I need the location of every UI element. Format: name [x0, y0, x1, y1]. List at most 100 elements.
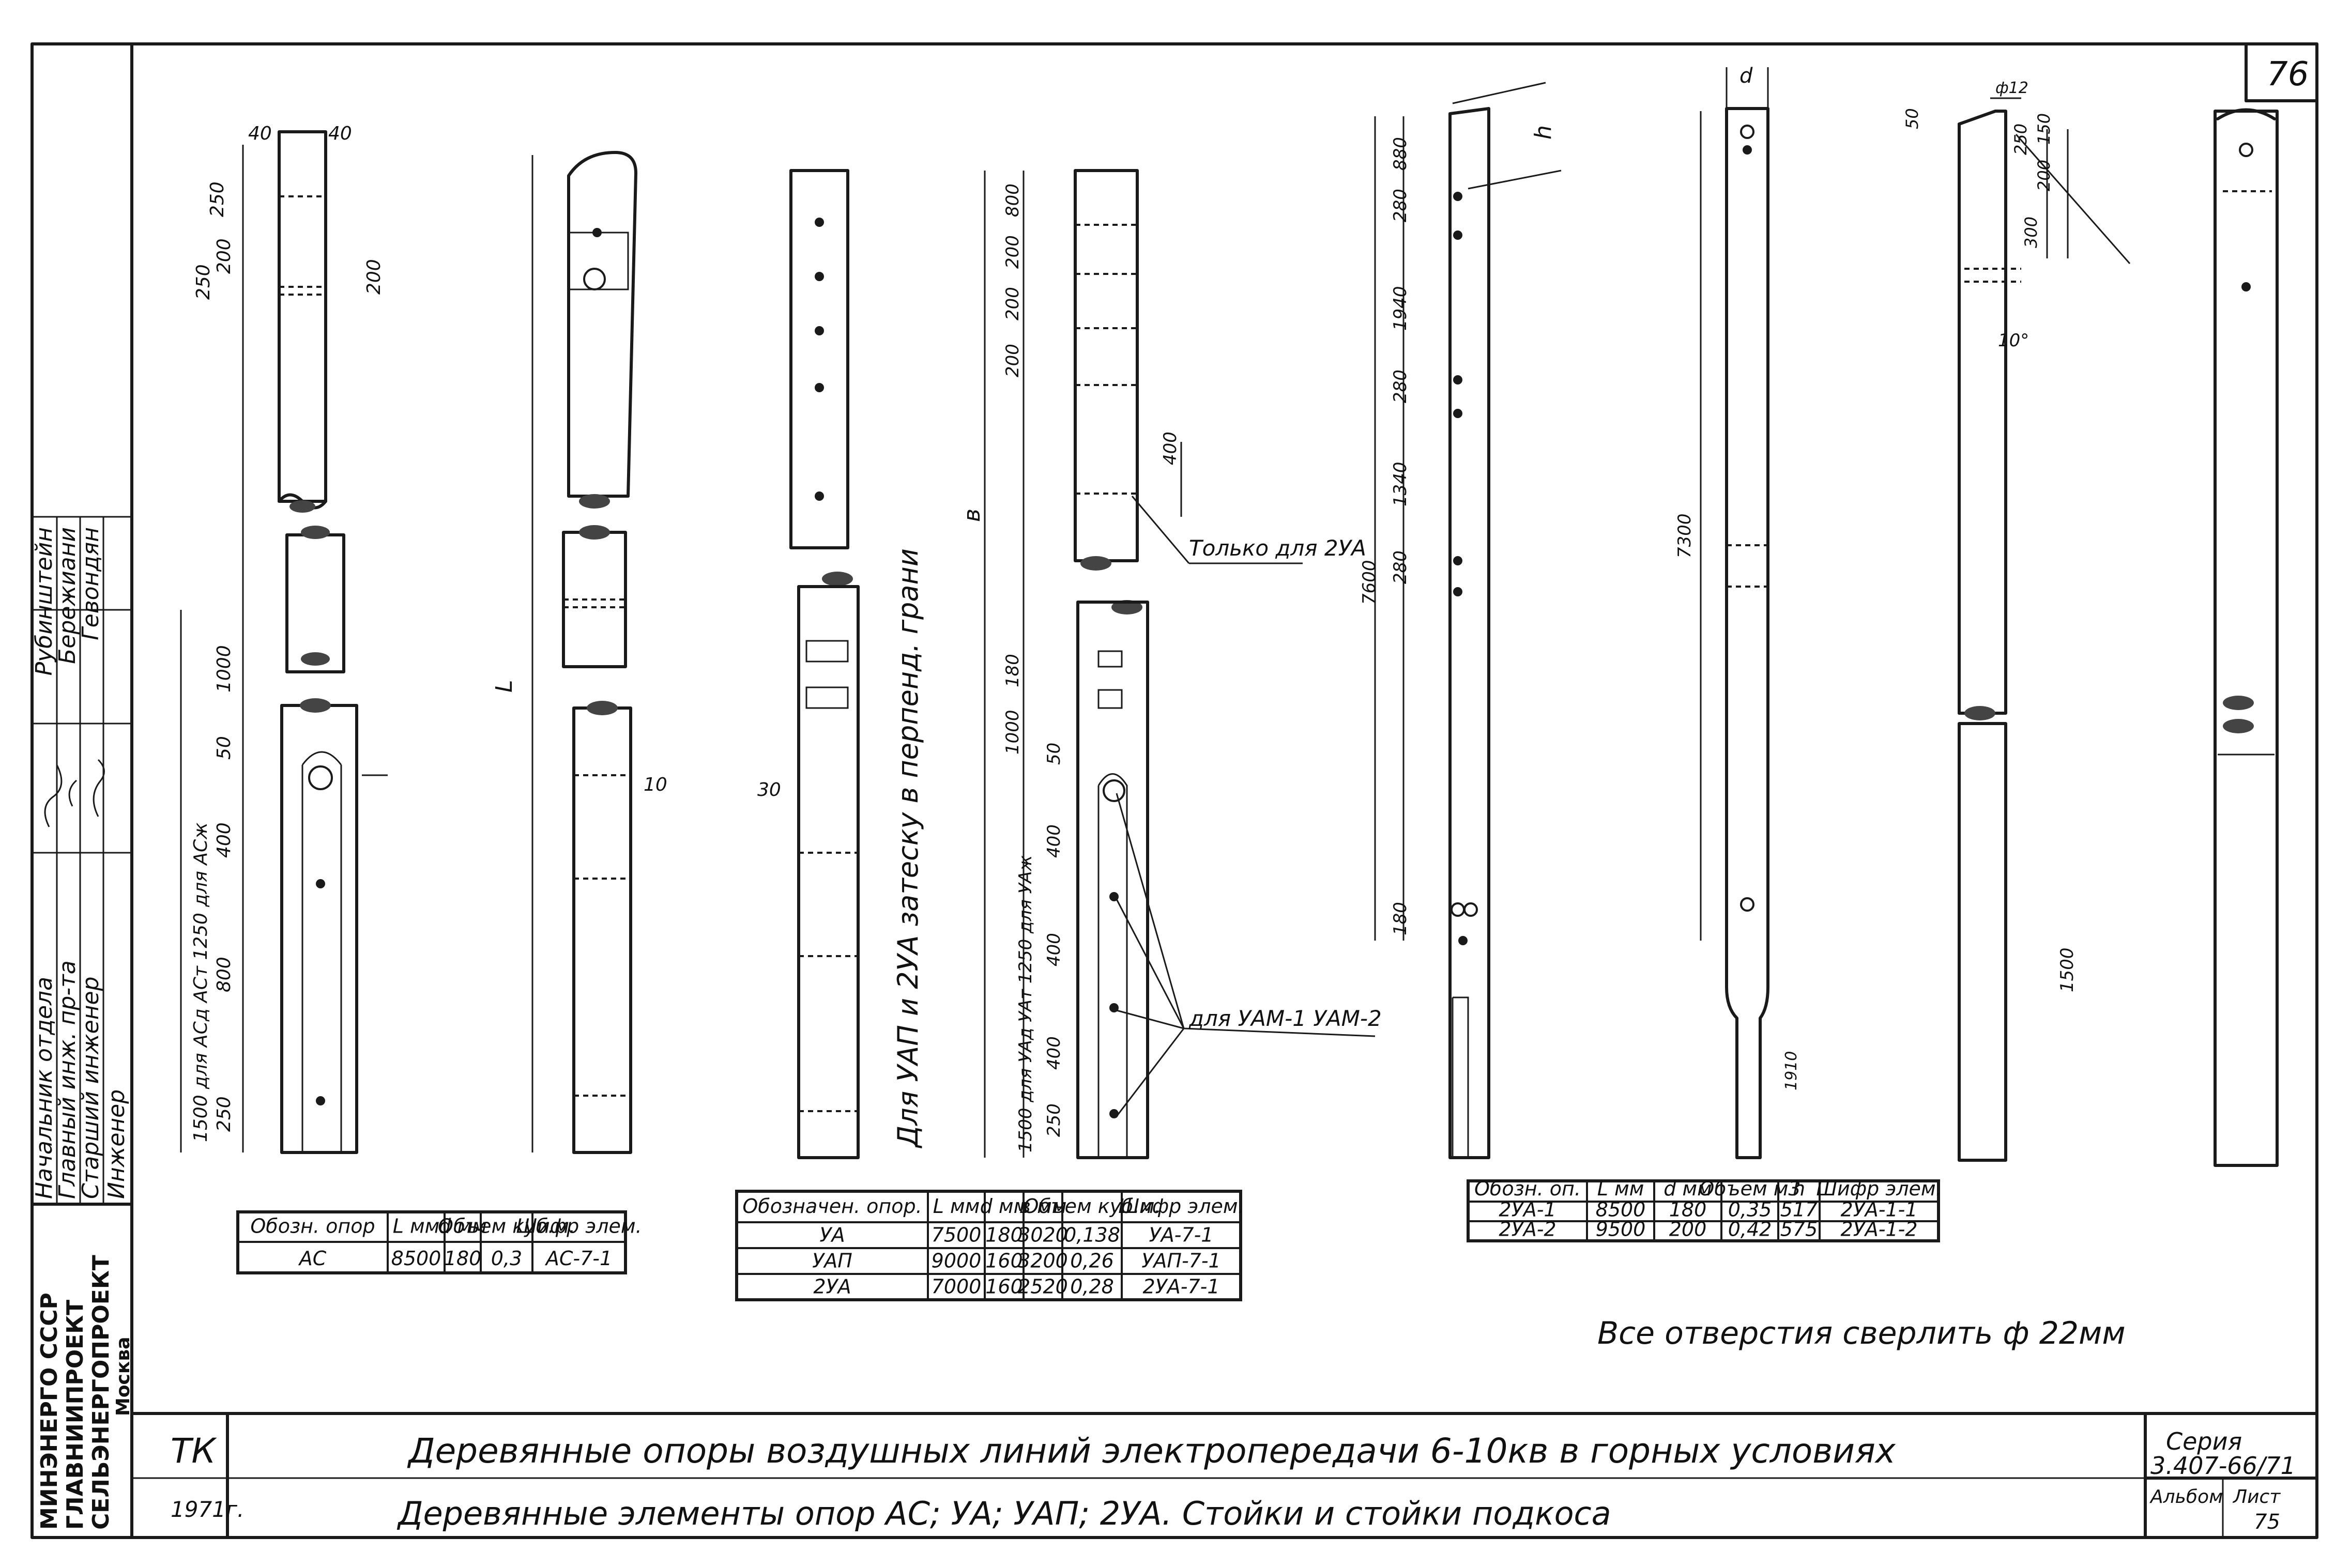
dim-ac-6: 1000	[213, 645, 235, 693]
table-cell: УАП	[812, 1250, 852, 1272]
dim-ua1-4: 1340	[1390, 462, 1411, 506]
org-department: СЕЛЬЭНЕРГОПРОЕКТ	[88, 1255, 114, 1530]
dim-ua-6: 1000	[1002, 710, 1023, 755]
dim-ua1-1: 280	[1390, 189, 1411, 222]
table-cell: 0,3	[491, 1247, 522, 1270]
dim-ua-13: 30	[757, 779, 781, 801]
table-header-cell: Объем м3	[1699, 1177, 1800, 1200]
dim-ac-9: 800	[213, 957, 235, 992]
table-cell: 0,138	[1064, 1224, 1120, 1247]
dim-brace-0: ф12	[1995, 79, 2028, 97]
table-header-cell: L мм	[1597, 1177, 1644, 1200]
table-header-cell: в мм	[1019, 1195, 1067, 1218]
table-cell: 3200	[1018, 1250, 1068, 1272]
table-cell: 160	[985, 1275, 1023, 1298]
table-cell: 3020	[1018, 1224, 1068, 1247]
table-cell: УАП-7-1	[1141, 1250, 1221, 1272]
table-cell: 7500	[932, 1224, 982, 1247]
title-main: Дерeвянные опоры воздушных линий электро…	[407, 1431, 1896, 1471]
dim-ac-10: 250	[213, 1096, 235, 1132]
dim-ac-2: 250	[207, 181, 228, 217]
table-cell: 2УА-1-1	[1840, 1198, 1917, 1221]
dim-ua2-1: 7300	[1674, 513, 1695, 558]
table-frame	[1467, 1179, 1940, 1242]
table-header-cell: Шифр элем.	[1816, 1177, 1942, 1200]
dim-ac-4: 200	[213, 238, 235, 274]
dim-ua-8: 400	[1044, 824, 1064, 858]
dim-symbol-h: h	[1530, 125, 1556, 140]
table-frame	[735, 1190, 1242, 1301]
table-header-cell: Обозн. опор	[250, 1215, 375, 1238]
dim-ua1-7: 7600	[1359, 560, 1380, 605]
table-cell: 575	[1780, 1218, 1818, 1241]
table-header-cell: d мм	[980, 1195, 1029, 1218]
dim-brace-3: 150	[2034, 113, 2054, 145]
dim-brace-5: 300	[2021, 217, 2041, 248]
dim-symbol-v: в	[959, 509, 985, 522]
dim-ac-1: 40	[328, 123, 352, 144]
table-cell: 180	[985, 1224, 1023, 1247]
dim-ac-7: 50	[213, 736, 235, 760]
note-for-uam: для УАМ-1 УАМ-2	[1188, 1006, 1382, 1031]
drawing-rightmost-pole	[2214, 108, 2279, 1167]
table-cell: 2УА-1	[1499, 1198, 1556, 1221]
signature-role-1: Начальник отдела	[31, 977, 57, 1199]
dim-brace-4: 200	[2034, 160, 2054, 191]
dim-ac-8: 400	[213, 822, 235, 858]
drawing-2ua-pole	[1374, 82, 1562, 1159]
dim-ua1-0: 880	[1390, 137, 1411, 171]
signature-block	[32, 516, 132, 1204]
sheet-frame	[30, 42, 2318, 1539]
table-header-cell: Обозн. оп.	[1474, 1177, 1581, 1200]
dim-ua1-6: 180	[1390, 902, 1411, 935]
table-cell: 0,26	[1070, 1250, 1114, 1272]
table-cell: 2УА-1-2	[1840, 1218, 1917, 1241]
title-block	[130, 1412, 2318, 1539]
album-label: Альбом	[2149, 1486, 2223, 1508]
table-cell: АС	[298, 1247, 327, 1270]
table-cell: 2УА-2	[1499, 1218, 1556, 1241]
handwritten-signature	[44, 759, 105, 827]
drawing-ua-dimensioned	[984, 169, 1376, 1159]
org-city: Москва	[113, 1337, 134, 1416]
table-cell: УА	[819, 1224, 845, 1247]
dim-brace-7: 1500	[2057, 947, 2078, 992]
drawing-ua-pole	[789, 169, 860, 1159]
dim-ac-0: 40	[248, 123, 272, 144]
dim-brace-6: 10°	[1998, 330, 2029, 351]
table-cell: 517	[1780, 1198, 1818, 1221]
sheet-label: Лист	[2232, 1486, 2281, 1508]
signature-name-3: Гевондян	[78, 527, 104, 640]
table-cell: 8500	[1596, 1198, 1646, 1221]
table-header-cell: Обозначен. опор.	[742, 1195, 922, 1218]
table-header-cell: Шифр элем.	[516, 1215, 642, 1238]
table-header-cell: Объем куб.м.	[1023, 1195, 1161, 1218]
table-cell: 0,35	[1728, 1198, 1772, 1221]
org-ministry: МИНЭНЕРГО СССР	[36, 1293, 63, 1530]
dim-ua-2: 200	[1002, 287, 1023, 320]
dim-ua1-2: 1940	[1390, 286, 1411, 331]
signature-role-4: Инженер	[103, 1089, 130, 1199]
table-cell: 9000	[932, 1250, 982, 1272]
drawing-brace	[1958, 97, 2131, 1162]
dim-ac-12: 10	[644, 774, 667, 795]
sheet-page-value: 75	[2254, 1510, 2280, 1534]
dim-ua-12: 1500 для УАд УАт 1250 для УАж	[1015, 855, 1036, 1152]
dim-ac-3: 250	[193, 264, 214, 300]
dim-ua-3: 200	[1002, 344, 1023, 377]
dim-ac-5: 200	[363, 259, 385, 295]
dim-brace-1: 50	[1902, 108, 1922, 129]
dim-ua-4: 400	[1160, 432, 1181, 465]
title-sub: Деревянные элементы опор АС; УА; УАП; 2У…	[396, 1495, 1611, 1532]
table-header-cell: L мм	[933, 1195, 980, 1218]
series-value: 3.407-66/71	[2150, 1452, 2296, 1480]
dim-symbol-L: L	[491, 680, 517, 693]
note-only-2ua: Только для 2УА	[1189, 535, 1366, 561]
table-cell: 180	[444, 1247, 482, 1270]
drawing-2ua-second	[1700, 67, 1769, 1159]
table-cell: АС-7-1	[544, 1247, 612, 1270]
